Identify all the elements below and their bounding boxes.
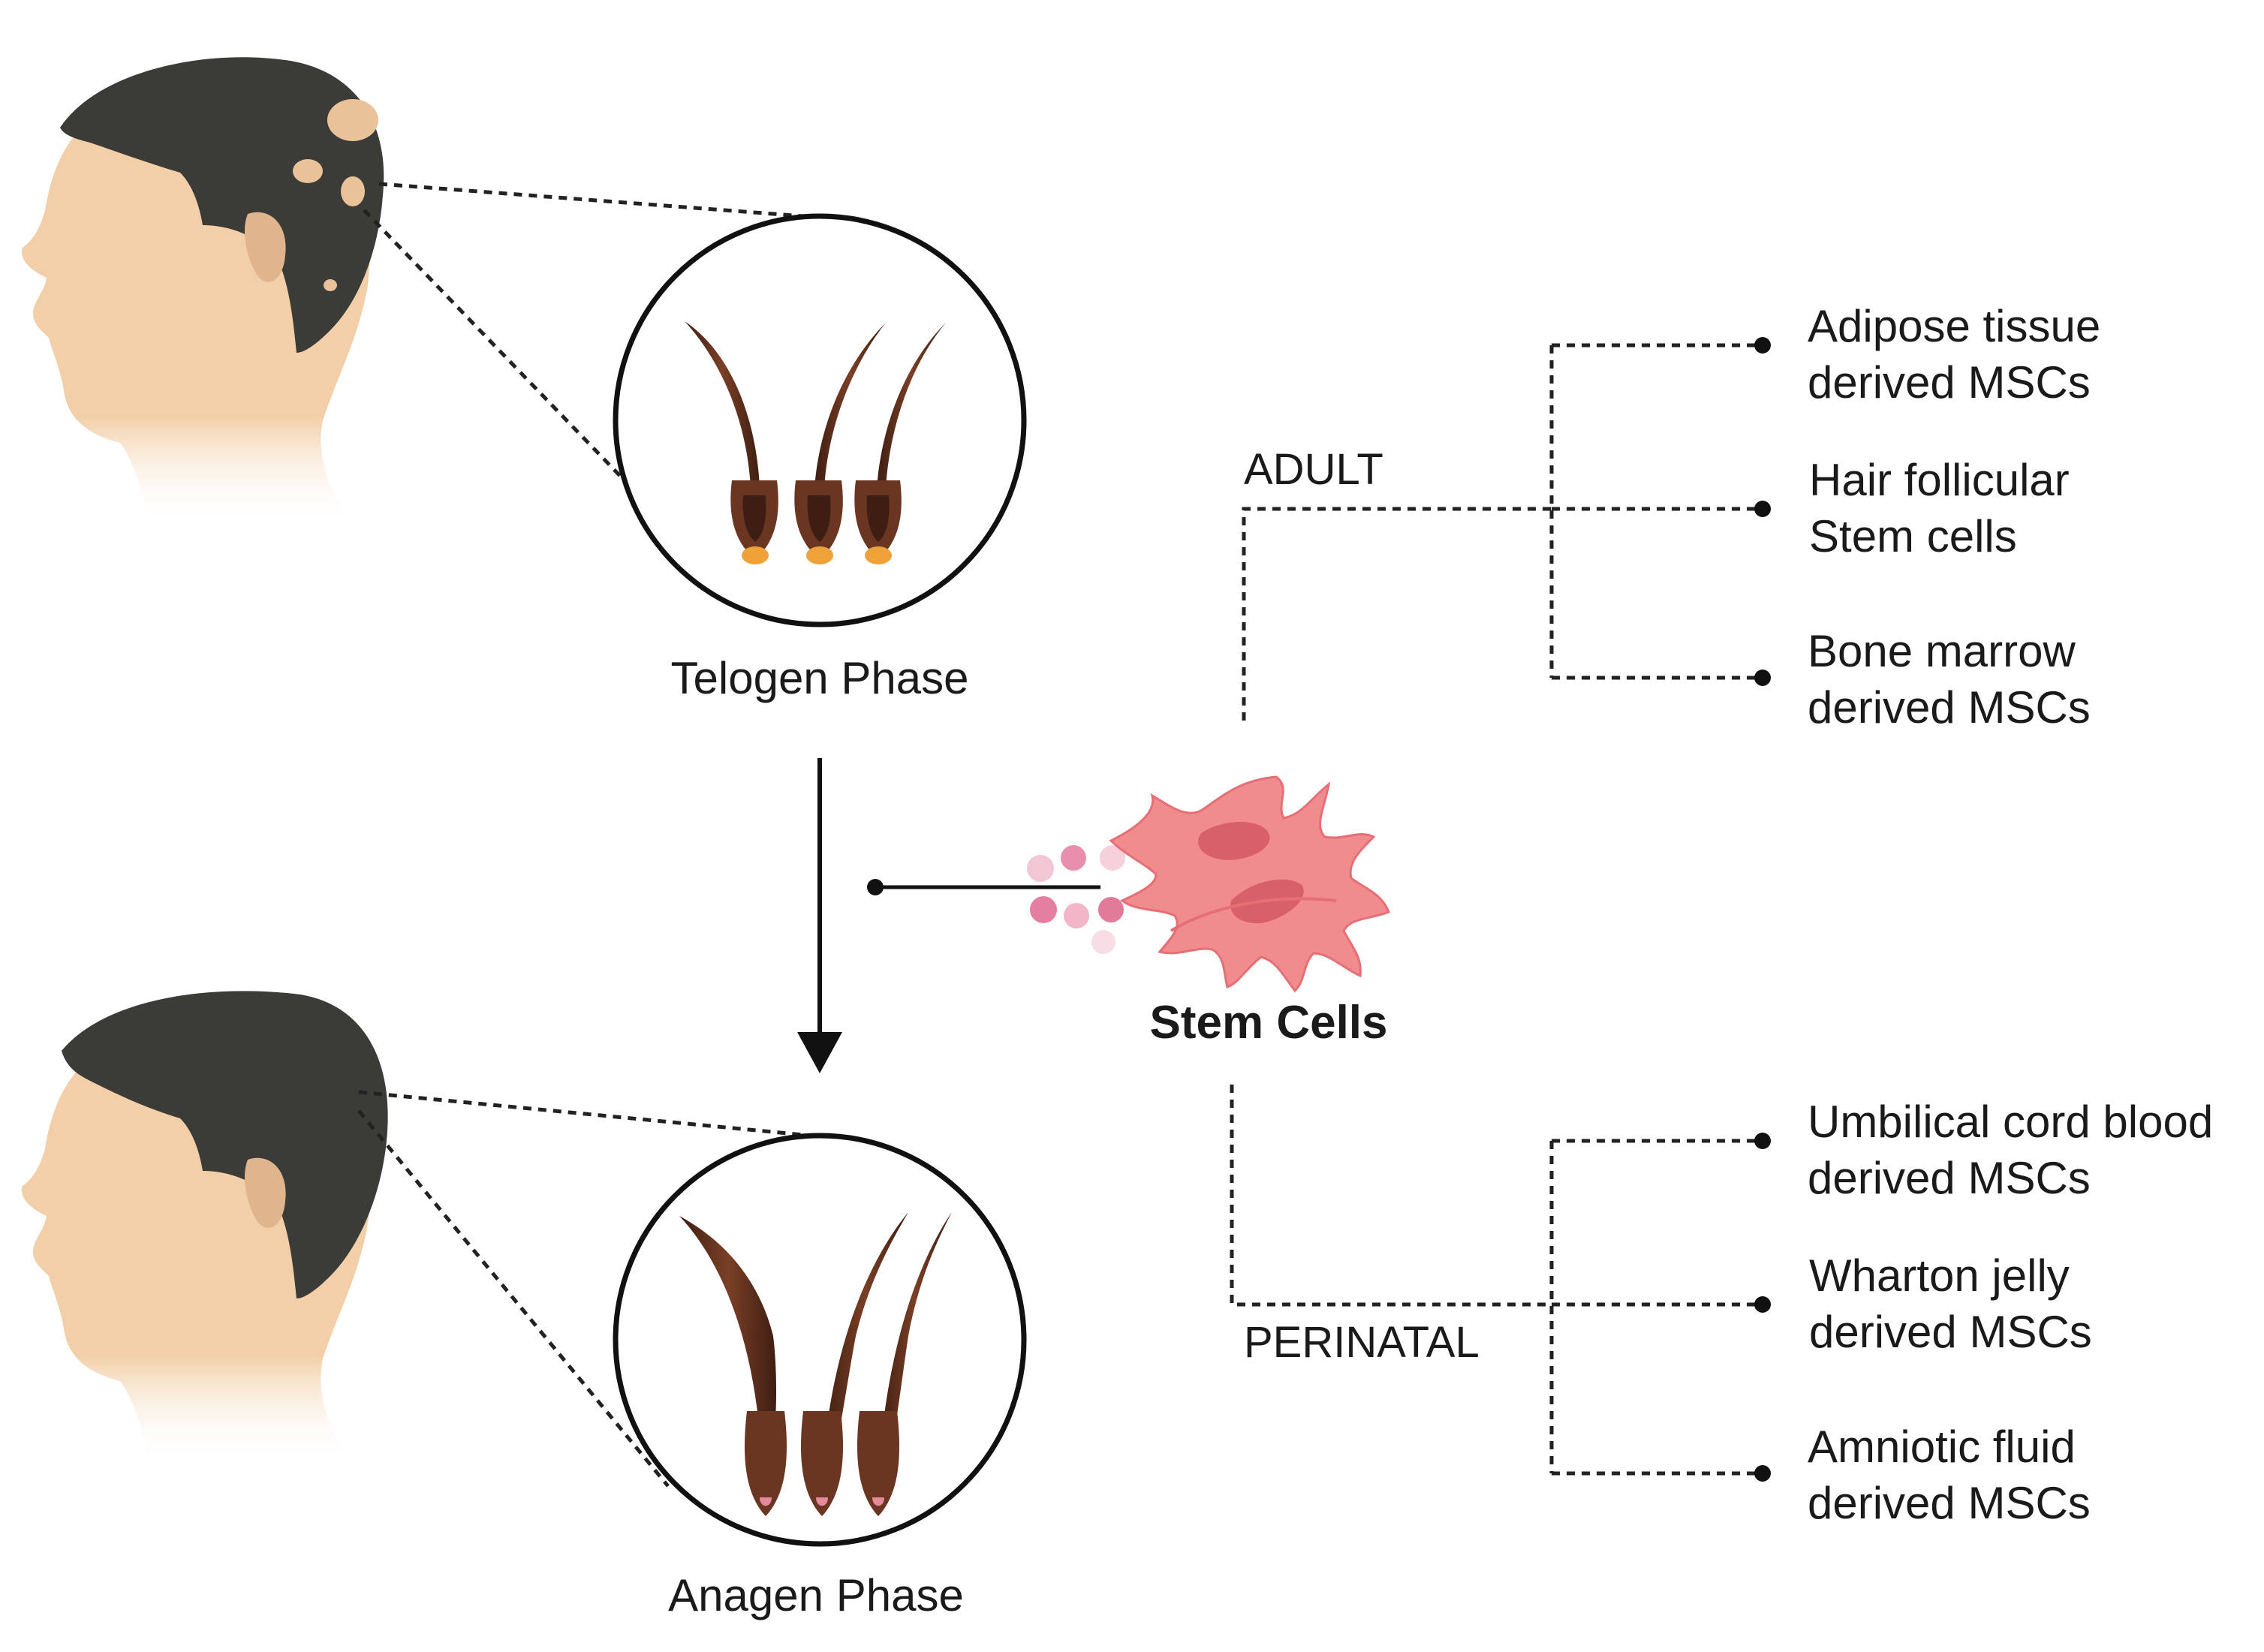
perinatal-source-wharton: Wharton jelly derived MSCs <box>1809 1250 2092 1357</box>
zoom-line <box>358 1090 804 1137</box>
source-label-line1: Umbilical cord blood <box>1808 1097 2213 1147</box>
source-label-line1: Hair follicular <box>1809 455 2070 505</box>
perinatal-source-umbilical: Umbilical cord blood derived MSCs <box>1808 1097 2213 1203</box>
adult-branch-label: ADULT <box>1244 445 1383 494</box>
telogen-phase-label: Telogen Phase <box>671 653 969 703</box>
secreted-vesicles-icon <box>1027 845 1125 954</box>
anagen-phase-label: Anagen Phase <box>668 1570 964 1620</box>
anagen-follicle-magnifier <box>613 1133 1027 1547</box>
source-label-line2: derived MSCs <box>1808 1153 2091 1203</box>
source-label-line2: derived MSCs <box>1809 1307 2092 1357</box>
stem-cells-label: Stem Cells <box>1149 997 1387 1049</box>
zoom-line <box>363 209 662 519</box>
adult-source-adipose: Adipose tissue derived MSCs <box>1808 301 2100 408</box>
source-label-line2: derived MSCs <box>1808 682 2091 733</box>
zoom-line <box>357 1109 670 1488</box>
source-label-line1: Amniotic fluid <box>1808 1422 2076 1472</box>
source-label-line1: Bone marrow <box>1808 626 2076 676</box>
telogen-follicle-magnifier <box>613 213 1027 627</box>
head-alopecia-illustration <box>22 57 384 525</box>
source-label-line2: derived MSCs <box>1808 357 2091 408</box>
source-label-line2: derived MSCs <box>1808 1478 2091 1528</box>
zoom-line <box>378 182 804 218</box>
perinatal-branch-label: PERINATAL <box>1244 1318 1480 1367</box>
stem-cell-icon <box>1109 775 1390 993</box>
source-label-line2: Stem cells <box>1809 511 2017 561</box>
down-arrow-icon <box>797 758 842 1073</box>
source-label-line1: Wharton jelly <box>1809 1250 2070 1301</box>
perinatal-source-amniotic: Amniotic fluid derived MSCs <box>1808 1422 2091 1528</box>
adult-source-bone-marrow: Bone marrow derived MSCs <box>1808 626 2091 733</box>
perinatal-branch-tree <box>1230 1085 1771 1482</box>
stem-cell-connector <box>867 879 1100 895</box>
adult-branch-tree <box>1242 337 1771 721</box>
adult-source-hair-follicular: Hair follicular Stem cells <box>1809 455 2070 561</box>
source-label-line1: Adipose tissue <box>1808 301 2100 351</box>
head-regrown-illustration <box>22 991 388 1464</box>
